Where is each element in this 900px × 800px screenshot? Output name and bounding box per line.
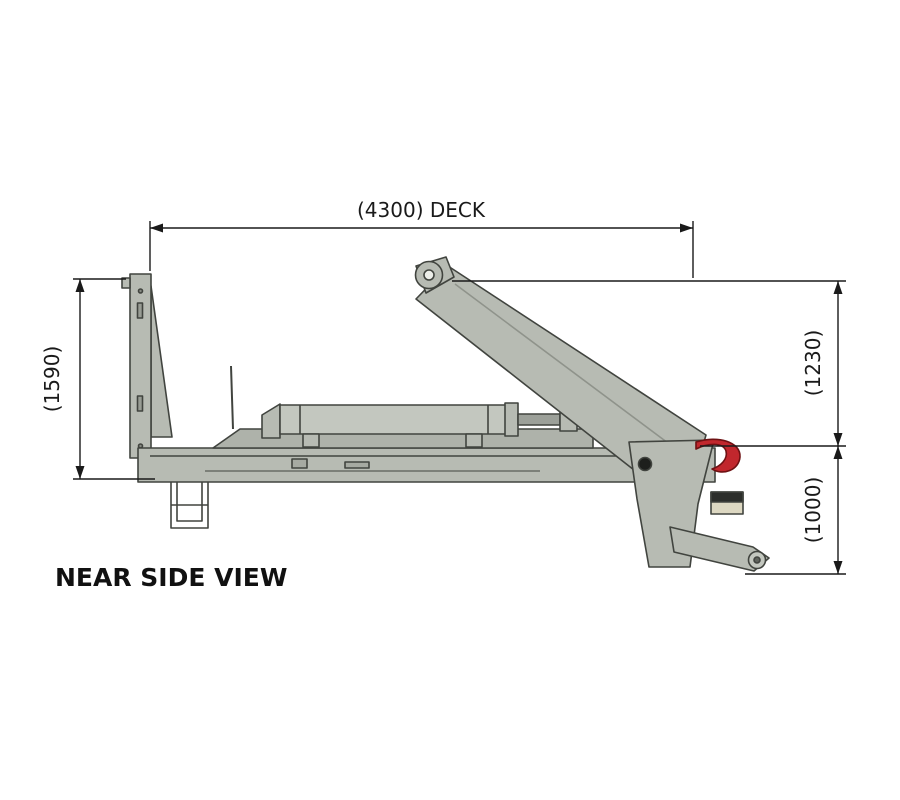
hazard-sticker-band [710,491,744,503]
arrow-up [75,279,85,292]
cylinder-mount [261,403,281,439]
arrow-down [75,466,85,479]
step-ladder [170,482,209,529]
arrow-up [833,281,843,294]
dimension-rear-height: (1000) [745,446,846,575]
headboard-slot [136,302,144,319]
cylinder-barrel [279,404,509,435]
rear-height-label: (1000) [801,477,825,544]
cylinder-foot [465,433,483,448]
dimension-hook-height: (1230) [452,280,846,447]
arrow-down [833,561,843,574]
arrow-up [833,446,843,459]
hook-height-label: (1230) [801,330,825,397]
dimension-overall-height: (1590) [40,278,155,480]
skip-loader-drawing [121,256,770,572]
arrow-left [150,223,163,233]
headboard-bolt [137,288,144,294]
arrow-down [833,433,843,446]
lever-rod [230,365,234,430]
headboard-slot [136,395,144,412]
headboard-top-tab [121,277,131,289]
chassis-clip [344,461,370,469]
headboard-plate [129,273,152,459]
chassis-clip [291,458,308,469]
lift-hook [695,438,741,473]
deck-dimension-label: (4300) DECK [357,198,486,222]
boom-edge-highlight [454,283,673,447]
boom-pivot-hole [423,269,435,281]
rear-roller-hub [753,556,761,564]
headboard-brace [150,285,173,438]
overall-height-label: (1590) [40,346,64,413]
tower-pivot [637,456,653,472]
cylinder-rod [517,413,561,426]
cylinder-end-cap [504,402,519,437]
cylinder-foot [302,433,320,448]
arrow-right [680,223,693,233]
view-title: NEAR SIDE VIEW [55,563,287,592]
dimension-deck-width: (4300) DECK [149,198,694,278]
